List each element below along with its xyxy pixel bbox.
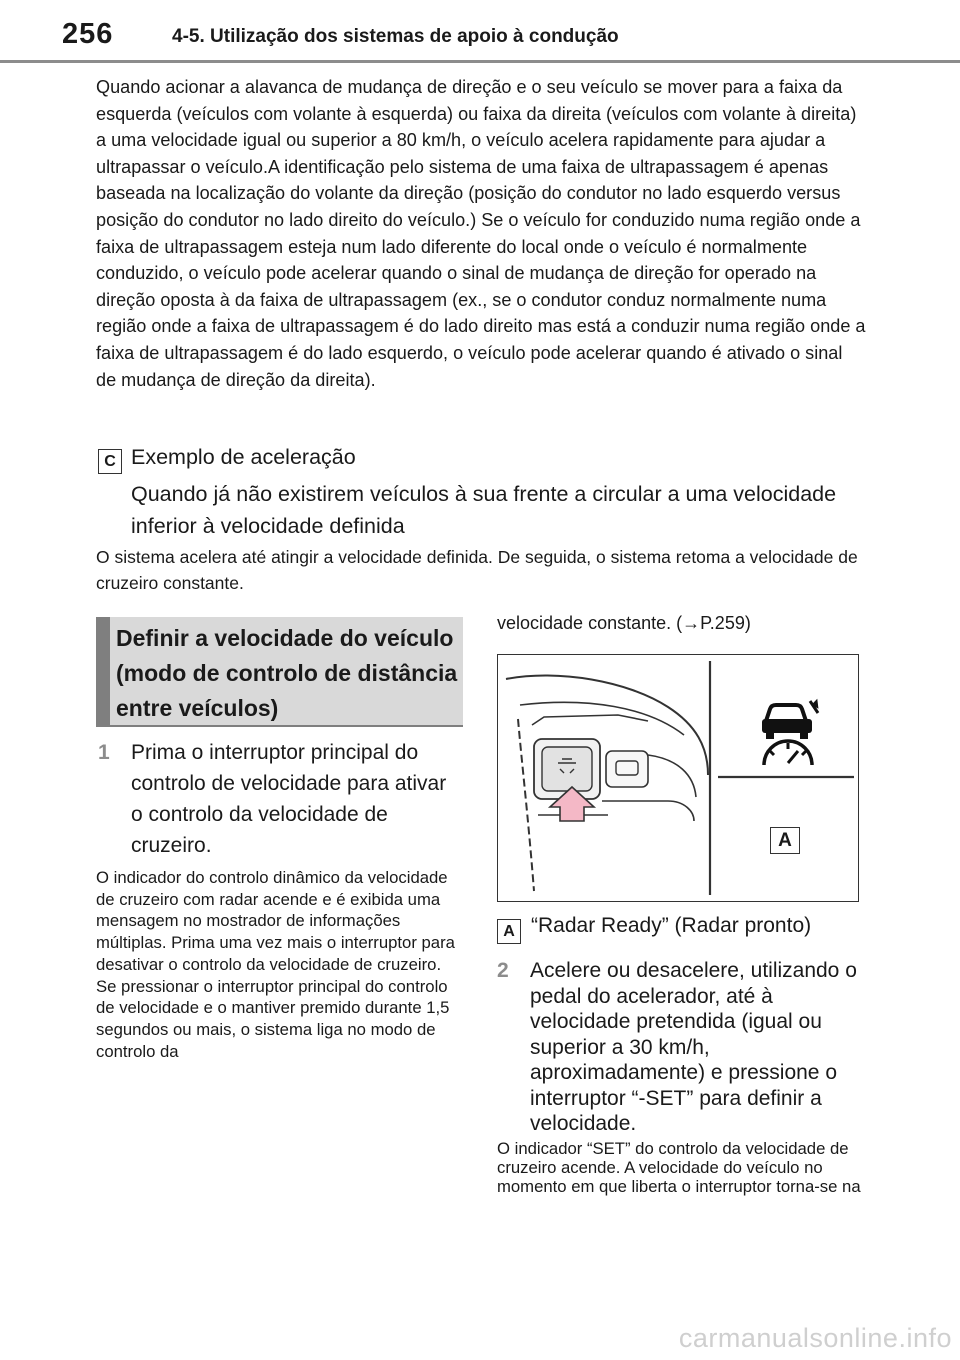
legend-a-label: A	[497, 919, 521, 944]
illustration-label-a: A	[770, 827, 800, 854]
step-2-text: Acelere ou desacelere, utilizando o peda…	[530, 959, 857, 1135]
page-number: 256	[62, 18, 114, 50]
section-title: 4-5. Utilização dos sistemas de apoio à …	[172, 26, 619, 47]
step-2-note: O indicador “SET” do controlo da velocid…	[497, 1139, 861, 1197]
example-c-note: O sistema acelera até atingir a velocida…	[96, 547, 858, 593]
example-c-title: Exemplo de aceleração	[131, 445, 356, 469]
radar-cruise-indicator-icon	[762, 698, 820, 766]
right-column-continuation: velocidade constante. (→P.259)	[497, 613, 751, 633]
step-1-note: O indicador do controlo dinâmico da velo…	[96, 868, 455, 1061]
legend-a-text: “Radar Ready” (Radar pronto)	[531, 914, 812, 937]
page-header: 256 4-5. Utilização dos sistemas de apoi…	[0, 0, 960, 63]
watermark: carmanualsonline.info	[678, 1323, 952, 1353]
step-2-number: 2	[497, 959, 509, 982]
subsection-heading: Definir a velocidade do veículo (modo de…	[96, 617, 463, 727]
subsection-heading-rule	[96, 725, 463, 727]
step-1-number: 1	[98, 741, 110, 764]
header-divider	[0, 60, 960, 63]
steering-wheel-drawing	[505, 661, 854, 895]
steering-switch-illustration: A	[497, 654, 859, 902]
step-1-text: Prima o interruptor principal do control…	[131, 741, 447, 857]
example-c-description: Quando já não existirem veículos à sua f…	[131, 482, 837, 538]
intro-paragraph: Quando acionar a alavanca de mudança de …	[96, 77, 866, 390]
example-c-label: C	[98, 449, 122, 474]
